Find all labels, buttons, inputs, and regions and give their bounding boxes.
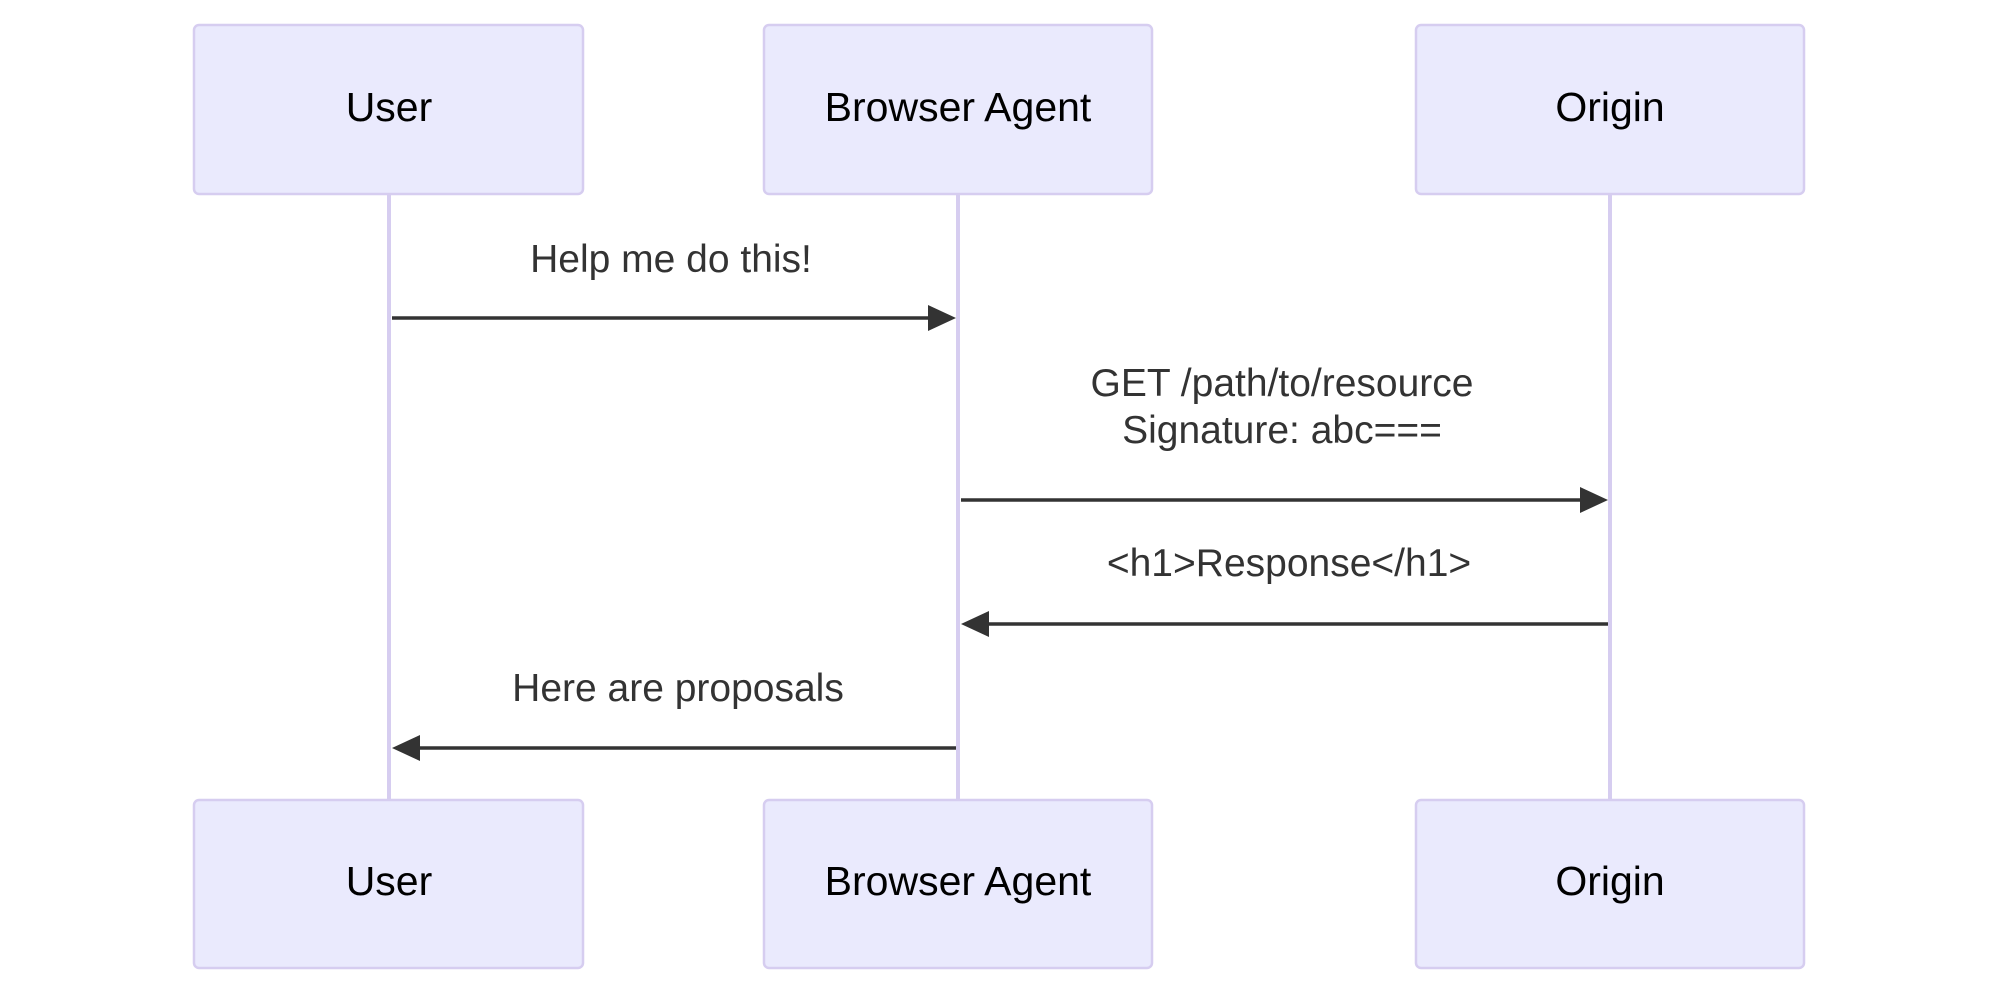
arrowhead-left (961, 611, 989, 637)
actor-browser-agent-top: Browser Agent (762, 23, 1154, 196)
actor-user-bottom: User (192, 798, 585, 970)
arrowhead-left (392, 735, 420, 761)
message-help-request-label: Help me do this! (530, 238, 812, 281)
message-response-label: <h1>Response</h1> (1107, 542, 1471, 585)
actor-user-bottom-label: User (346, 858, 433, 904)
actor-browser-agent-bottom-label: Browser Agent (825, 858, 1092, 904)
arrowhead-right (928, 305, 956, 331)
actor-origin-bottom-label: Origin (1555, 858, 1664, 904)
actor-origin-top: Origin (1414, 23, 1806, 196)
message-signed-get: GET /path/to/resource Signature: abc=== (961, 362, 1608, 513)
message-response: <h1>Response</h1> (961, 542, 1608, 637)
arrowhead-right (1580, 487, 1608, 513)
message-signed-get-line1: GET /path/to/resource (1091, 362, 1474, 405)
actor-origin-top-label: Origin (1555, 84, 1664, 130)
actor-browser-agent-bottom: Browser Agent (762, 798, 1154, 970)
message-proposals-label: Here are proposals (512, 667, 844, 710)
actor-user-top: User (192, 23, 585, 196)
message-signed-get-line2: Signature: abc=== (1122, 409, 1442, 452)
actor-origin-bottom: Origin (1414, 798, 1806, 970)
message-help-request: Help me do this! (392, 238, 956, 331)
actor-user-top-label: User (346, 84, 433, 130)
actor-browser-agent-top-label: Browser Agent (825, 84, 1092, 130)
message-proposals: Here are proposals (392, 667, 956, 761)
